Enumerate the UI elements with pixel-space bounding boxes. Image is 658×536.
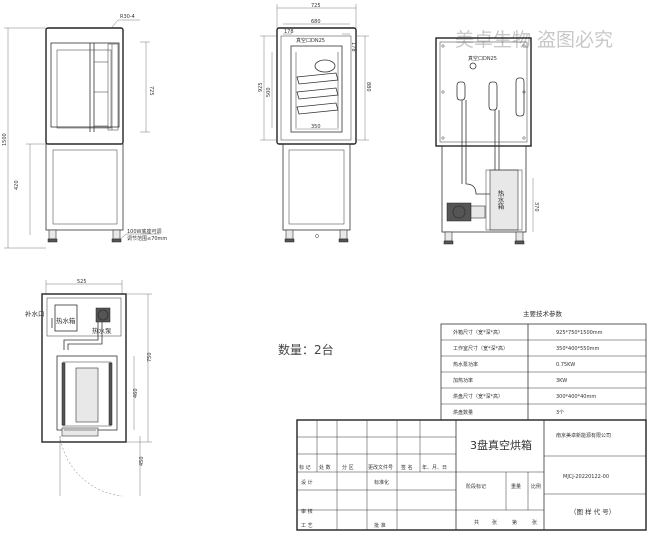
top-tank-label: 热水箱: [56, 316, 76, 325]
stage-mark: 阶段标记: [466, 483, 486, 490]
dim-1500: 1500: [2, 133, 8, 146]
dim-525: 525: [77, 279, 87, 285]
row-design: 设 计: [301, 479, 313, 486]
front-view: 725 680 178 178 真空口DN25 350 925 500: [258, 3, 371, 243]
company-name: 南京美卓新能源有限公司: [556, 432, 611, 439]
dim-178-left: 178: [284, 29, 294, 35]
row-approve: 批 准: [374, 522, 386, 529]
back-tank-label: 热水箱: [496, 189, 504, 211]
dim-880: 880: [365, 82, 371, 92]
dim-725-front: 725: [311, 3, 321, 9]
spec-table: 主要技术参数 外箱尺寸（宽*深*高） 925*750*1500mm 工作室尺寸（…: [440, 309, 647, 421]
inlet-label: 补水口: [25, 309, 45, 318]
dim-350: 350: [311, 124, 321, 130]
drawing-code-label: （图 样 代 号）: [570, 507, 615, 516]
title-block: 标 记 处 数 分 区 更改文件号 签 名 年、月、日 设 计 标准化 审 核 …: [296, 419, 647, 531]
col-mark: 标 记: [299, 464, 311, 471]
row-craft: 工 艺: [301, 523, 313, 529]
page-sheets-label: 张: [532, 519, 537, 526]
dim-178-right: 178: [350, 42, 356, 52]
spec-row-label: 外箱尺寸（宽*深*高）: [453, 329, 503, 336]
stand-note-1: 100W底座可调: [127, 228, 162, 235]
scale-label: 比例: [531, 483, 541, 490]
back-vacuum-label: 真空口DN25: [468, 55, 497, 62]
col-zone: 分 区: [342, 464, 354, 471]
quantity-label: 数量：2台: [278, 342, 334, 357]
spec-row-label: 加热功率: [453, 377, 473, 384]
dim-680: 680: [311, 19, 321, 25]
dim-500: 500: [266, 87, 272, 97]
callout-label: R30-4: [120, 14, 135, 20]
dim-750: 750: [147, 352, 153, 362]
drawing-name: 3盘真空烘箱: [470, 438, 532, 452]
spec-table-title: 主要技术参数: [523, 309, 563, 318]
page-label: 第: [512, 519, 517, 526]
col-change-no: 更改文件号: [368, 464, 393, 471]
spec-row-label: 工作室尺寸（宽*深*高）: [453, 345, 508, 352]
spec-row-value: 925*750*1500mm: [556, 330, 603, 336]
spec-row-label: 烘盘尺寸（宽*深*高）: [453, 393, 503, 400]
spec-row-value: 3KW: [556, 378, 567, 384]
row-review: 审 核: [301, 508, 313, 515]
spec-row-label: 热水泵功率: [453, 361, 478, 368]
dim-925: 925: [258, 82, 264, 92]
top-view: 525 补水口 热水箱 热水泵 750 460: [25, 279, 153, 497]
vacuum-port-label: 真空口DN25: [296, 37, 325, 44]
weight-label: 重量: [511, 483, 521, 490]
spec-row-value: 3个: [556, 410, 564, 416]
spec-row-value: 350*400*550mm: [556, 346, 600, 352]
drawing-code: MJCJ-20220122-00: [563, 474, 609, 480]
dim-370: 370: [533, 202, 539, 212]
watermark-text: 美卓生物 盗图必究: [455, 29, 613, 51]
dim-420: 420: [14, 180, 20, 190]
spec-row-value: 0.75KW: [556, 362, 575, 368]
col-count: 处 数: [319, 464, 331, 471]
spec-row-value: 300*400*40mm: [556, 394, 596, 400]
col-date: 年、月、日: [422, 464, 447, 471]
total-label: 共: [474, 519, 479, 526]
stand-note-2: 调节范围≤70mm: [127, 235, 167, 242]
dim-460: 460: [133, 388, 139, 398]
dim-450: 450: [139, 456, 145, 466]
sheets-label: 张: [492, 519, 497, 526]
col-sign: 签 名: [401, 464, 413, 471]
back-view: 真空口DN25 热水箱 370: [435, 37, 539, 245]
left-side-view: R30-4 725 1500 420 100W底座可调 调节范围≤70mm: [2, 14, 167, 249]
row-standard: 标准化: [374, 479, 389, 486]
dim-725-left: 725: [148, 86, 154, 96]
spec-row-label: 烘盘数量: [453, 409, 473, 416]
